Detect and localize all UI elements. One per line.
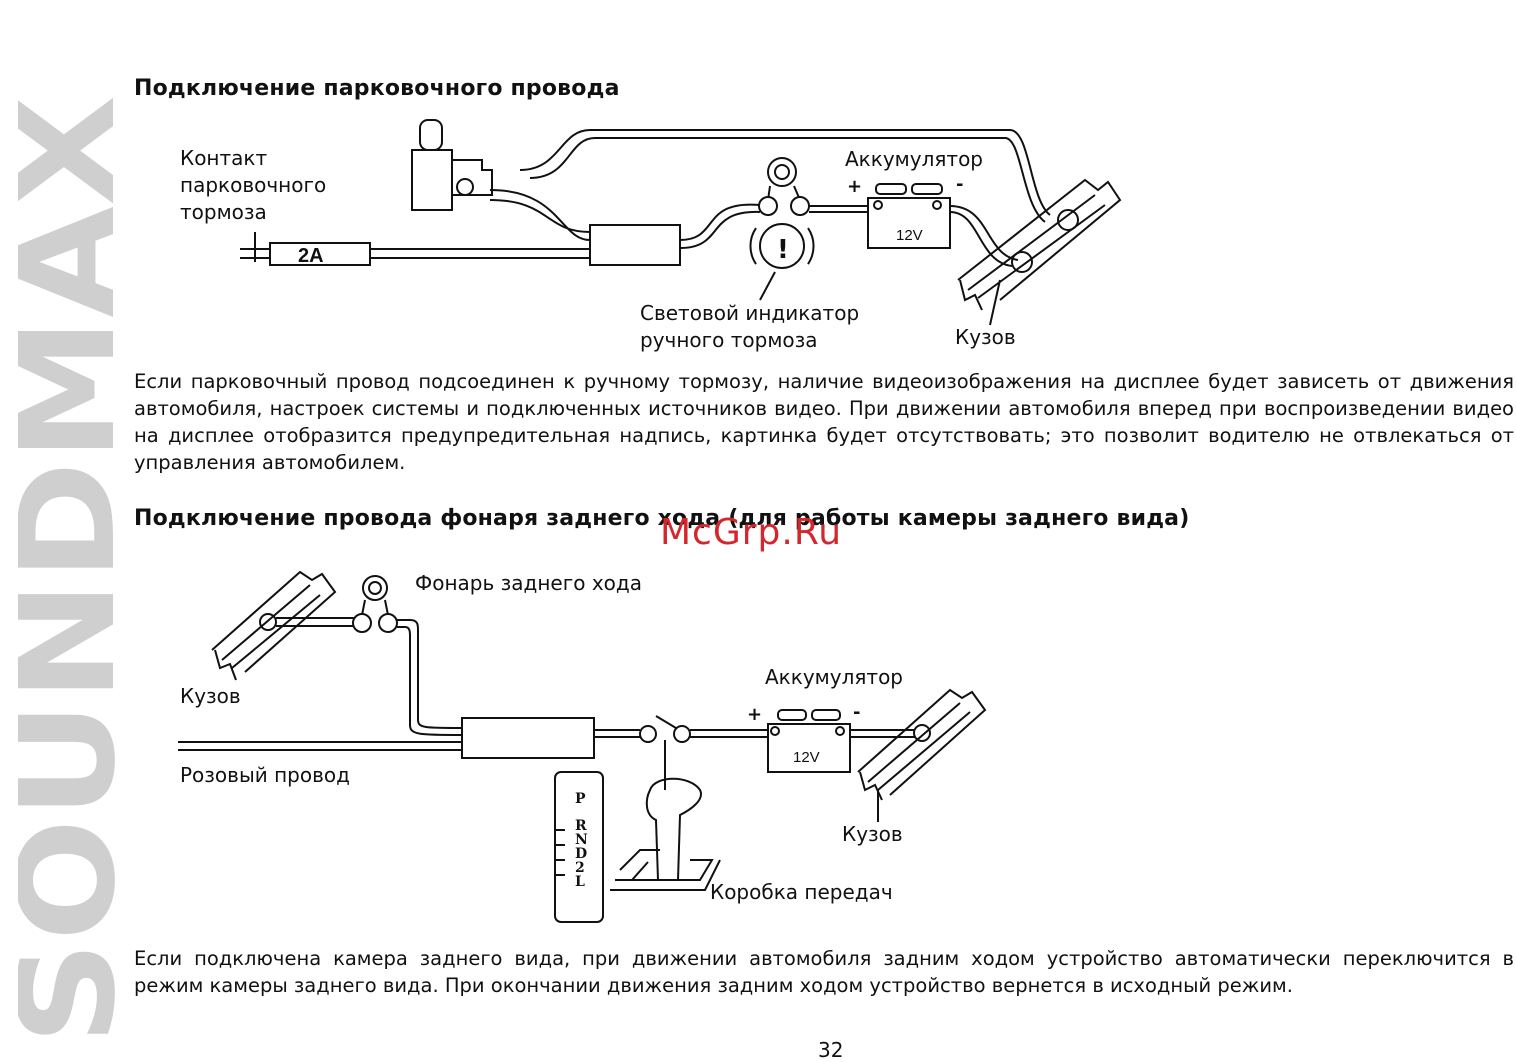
gear-r: R — [575, 818, 587, 834]
reverse-lamp-label: Фонарь заднего хода — [415, 571, 642, 595]
gear-n: N — [575, 832, 588, 848]
battery-label-2: Аккумулятор — [765, 665, 903, 689]
battery-minus-1: - — [956, 174, 964, 195]
battery-label-1: Аккумулятор — [845, 147, 983, 171]
battery-minus-2: - — [853, 702, 861, 723]
gear-2: 2 — [575, 860, 585, 876]
indicator-symbol: ! — [777, 235, 789, 265]
page-number: 32 — [818, 1038, 844, 1062]
brand-text: SOUNDMAX — [18, 95, 128, 1045]
battery-voltage-2: 12V — [793, 749, 820, 766]
gearbox-label: Коробка передач — [710, 880, 893, 904]
indicator-label-line2: ручного тормоза — [640, 328, 818, 352]
section2-title: Подключение провода фонаря заднего хода … — [134, 506, 1190, 531]
battery-voltage-1: 12V — [896, 227, 923, 244]
body-label-right: Кузов — [842, 822, 903, 846]
brake-contact-line3: тормоза — [180, 200, 267, 224]
watermark: McGrp.Ru — [660, 512, 843, 553]
section1-title: Подключение парковочного провода — [134, 76, 620, 101]
pink-wire-label: Розовый провод — [180, 763, 350, 787]
gear-l: L — [575, 874, 585, 890]
brake-contact-line1: Контакт — [180, 146, 268, 170]
brand-logo: SOUNDMAX — [18, 95, 128, 1045]
fuse-label: 2A — [298, 245, 324, 267]
gear-p: P — [575, 791, 586, 807]
brake-contact-line2: парковочного — [180, 173, 327, 197]
section2-text: Если подключена камера заднего вида, при… — [134, 947, 1514, 997]
battery-plus-2: + — [747, 704, 763, 725]
battery-plus-1: + — [847, 176, 863, 197]
section1-text: Если парковочный провод подсоединен к ру… — [134, 370, 1514, 474]
body-label-left: Кузов — [180, 684, 241, 708]
gear-d: D — [575, 846, 588, 862]
body-label-1: Кузов — [955, 325, 1016, 349]
indicator-label-line1: Световой индикатор — [640, 301, 860, 325]
